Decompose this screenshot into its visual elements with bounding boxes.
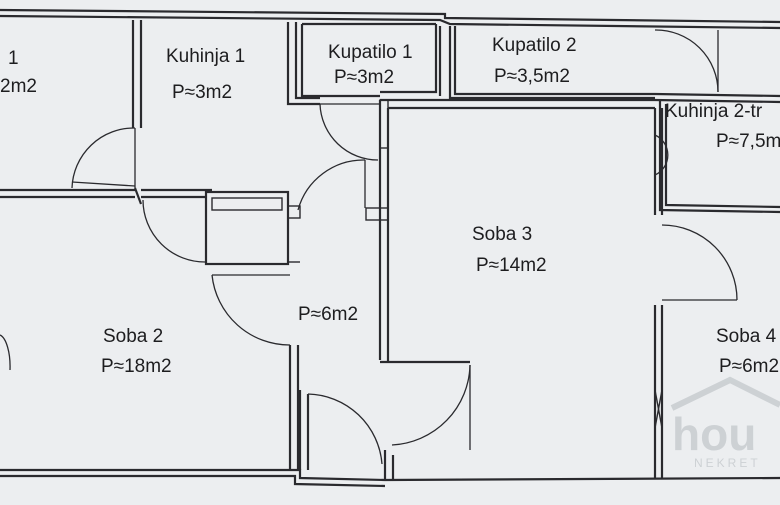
room-soba-3: Soba 3 P≈14m2: [472, 224, 547, 276]
room-left-top-area: 2m2: [0, 76, 37, 97]
room-soba-4-area: P≈6m2: [719, 356, 779, 377]
walls: [0, 8, 780, 488]
room-soba-4: Soba 4 P≈6m2: [716, 326, 779, 377]
room-kuhinja-1-area: P≈3m2: [172, 82, 232, 103]
room-kuhinja-2: Kuhinja 2-tr P≈7,5m: [665, 101, 780, 152]
watermark-logo: hou NEKRET: [670, 376, 780, 470]
room-soba-2-name: Soba 2: [103, 326, 163, 347]
room-kuhinja-1: Kuhinja 1 P≈3m2: [166, 46, 245, 103]
room-soba-3-area: P≈14m2: [476, 255, 547, 276]
room-kupatilo-2: Kupatilo 2 P≈3,5m2: [492, 35, 577, 87]
room-soba-2-area: P≈18m2: [101, 356, 172, 377]
room-kuhinja-2-name: Kuhinja 2-tr: [665, 101, 763, 122]
room-hall: P≈6m2: [298, 304, 358, 325]
room-hall-area: P≈6m2: [298, 304, 358, 325]
room-soba-4-name: Soba 4: [716, 326, 777, 347]
doors: [0, 29, 738, 470]
room-kupatilo-2-area: P≈3,5m2: [494, 66, 570, 87]
room-kupatilo-1-area: P≈3m2: [334, 67, 394, 88]
room-kuhinja-1-name: Kuhinja 1: [166, 46, 245, 67]
room-soba-3-name: Soba 3: [472, 224, 532, 245]
room-kuhinja-2-area: P≈7,5m: [716, 131, 780, 152]
watermark-roof-icon: [670, 376, 780, 411]
room-soba-2: Soba 2 P≈18m2: [101, 326, 172, 377]
room-kupatilo-2-name: Kupatilo 2: [492, 35, 577, 56]
room-kupatilo-1: Kupatilo 1 P≈3m2: [328, 42, 413, 88]
watermark-brand: hou: [672, 408, 756, 460]
room-left-top-name: 1: [8, 48, 19, 69]
room-left-top: 1 2m2: [0, 48, 37, 97]
watermark-sub: NEKRET: [694, 456, 761, 470]
room-kupatilo-1-name: Kupatilo 1: [328, 42, 413, 63]
